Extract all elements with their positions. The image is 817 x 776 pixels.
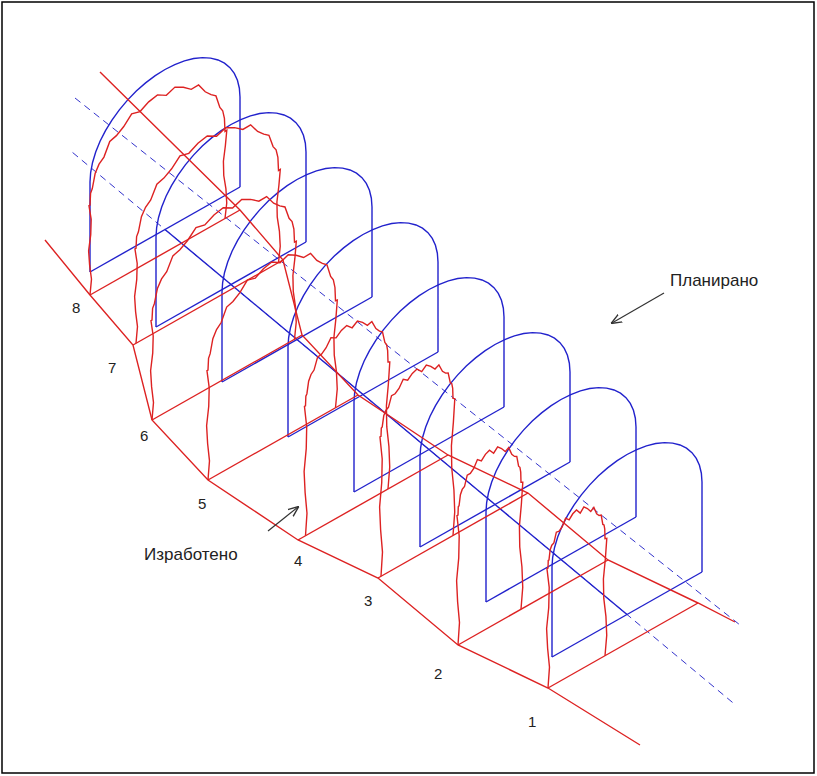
executed-arch bbox=[547, 507, 607, 688]
planned-arch bbox=[288, 223, 438, 437]
planned-floor bbox=[429, 450, 495, 505]
planned-arch bbox=[420, 333, 570, 547]
executed-floor bbox=[133, 260, 283, 345]
executed-floor bbox=[152, 335, 302, 420]
executed-arch bbox=[304, 321, 390, 536]
executed-arch bbox=[151, 197, 297, 420]
section-number: 5 bbox=[196, 496, 208, 513]
section-number: 6 bbox=[138, 428, 150, 445]
planned-arch bbox=[156, 113, 306, 327]
planned-floor bbox=[363, 395, 429, 450]
executed-arch bbox=[380, 365, 455, 576]
section-number: 1 bbox=[526, 714, 538, 731]
executed-axis bbox=[45, 240, 640, 745]
executed-side-line bbox=[100, 72, 735, 622]
section-number: 2 bbox=[432, 666, 444, 683]
planned-floor bbox=[297, 340, 363, 395]
section-number: 3 bbox=[362, 593, 374, 610]
planned-floor bbox=[231, 285, 297, 340]
executed-floor bbox=[208, 395, 358, 480]
callout-label: Изработено bbox=[142, 546, 240, 565]
planned-arch bbox=[90, 58, 240, 272]
planned-axis bbox=[75, 98, 740, 625]
section-number: 8 bbox=[70, 300, 82, 317]
planned-floor bbox=[165, 230, 231, 285]
section-number: 4 bbox=[292, 553, 304, 570]
planned-axis bbox=[73, 153, 733, 703]
executed-floor bbox=[378, 493, 528, 578]
leader-arrow bbox=[612, 293, 664, 323]
executed-sections bbox=[45, 72, 735, 745]
planned-sections bbox=[73, 58, 740, 703]
leader-arrow bbox=[268, 507, 298, 531]
executed-floor bbox=[458, 560, 608, 645]
section-number: 7 bbox=[106, 360, 118, 377]
executed-arch bbox=[135, 125, 281, 343]
executed-arch bbox=[457, 447, 523, 645]
planned-arch bbox=[486, 388, 636, 602]
executed-floor bbox=[298, 455, 448, 540]
callout-label: Планирано bbox=[668, 272, 760, 291]
executed-floor bbox=[548, 603, 698, 688]
executed-arch bbox=[207, 253, 338, 480]
planned-arch bbox=[552, 443, 702, 657]
executed-floor bbox=[90, 210, 240, 295]
planned-floor bbox=[552, 572, 702, 657]
executed-arch bbox=[89, 85, 227, 295]
